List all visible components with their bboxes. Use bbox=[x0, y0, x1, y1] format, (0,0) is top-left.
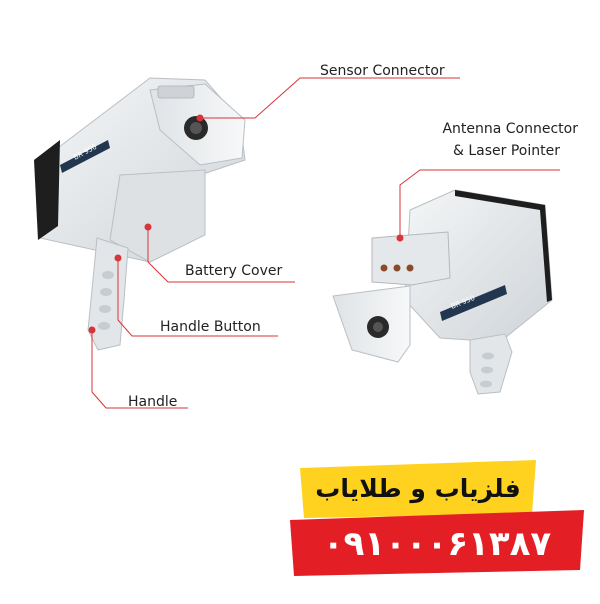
label-handle: Handle bbox=[128, 394, 178, 410]
right-device: BR 950 bbox=[332, 189, 553, 395]
label-sensor-connector: Sensor Connector bbox=[320, 63, 445, 79]
right-device-handle bbox=[469, 333, 513, 395]
antenna-connector-terminals bbox=[380, 264, 414, 272]
battery-cover-area bbox=[109, 169, 206, 263]
left-device: BR 950 bbox=[34, 77, 246, 351]
label-battery-cover: Battery Cover bbox=[185, 263, 283, 279]
promo-badge bbox=[290, 460, 584, 576]
label-antenna-connector-line1: Antenna Connector bbox=[442, 121, 578, 137]
handle-button-line bbox=[117, 258, 278, 337]
handle-line bbox=[91, 330, 188, 409]
callout-lines bbox=[88, 77, 560, 409]
antenna-connector-line bbox=[399, 169, 560, 238]
promo-title: فلزیاب و طلایاب bbox=[315, 473, 521, 503]
label-handle-button: Handle Button bbox=[160, 319, 261, 335]
promo-badge-yellow bbox=[300, 460, 536, 518]
battery-cover-line bbox=[147, 227, 295, 283]
left-device-side-trim bbox=[34, 140, 60, 240]
label-antenna-connector-line2: & Laser Pointer bbox=[453, 143, 560, 159]
antenna-connector-block bbox=[371, 231, 451, 286]
handle-grips bbox=[98, 271, 114, 330]
sensor-connector-line bbox=[200, 77, 460, 119]
promo-badge-red bbox=[290, 510, 584, 576]
promo-phone[interactable]: ۰۹۱۰۰۰۶۱۳۸۷ bbox=[322, 524, 552, 564]
